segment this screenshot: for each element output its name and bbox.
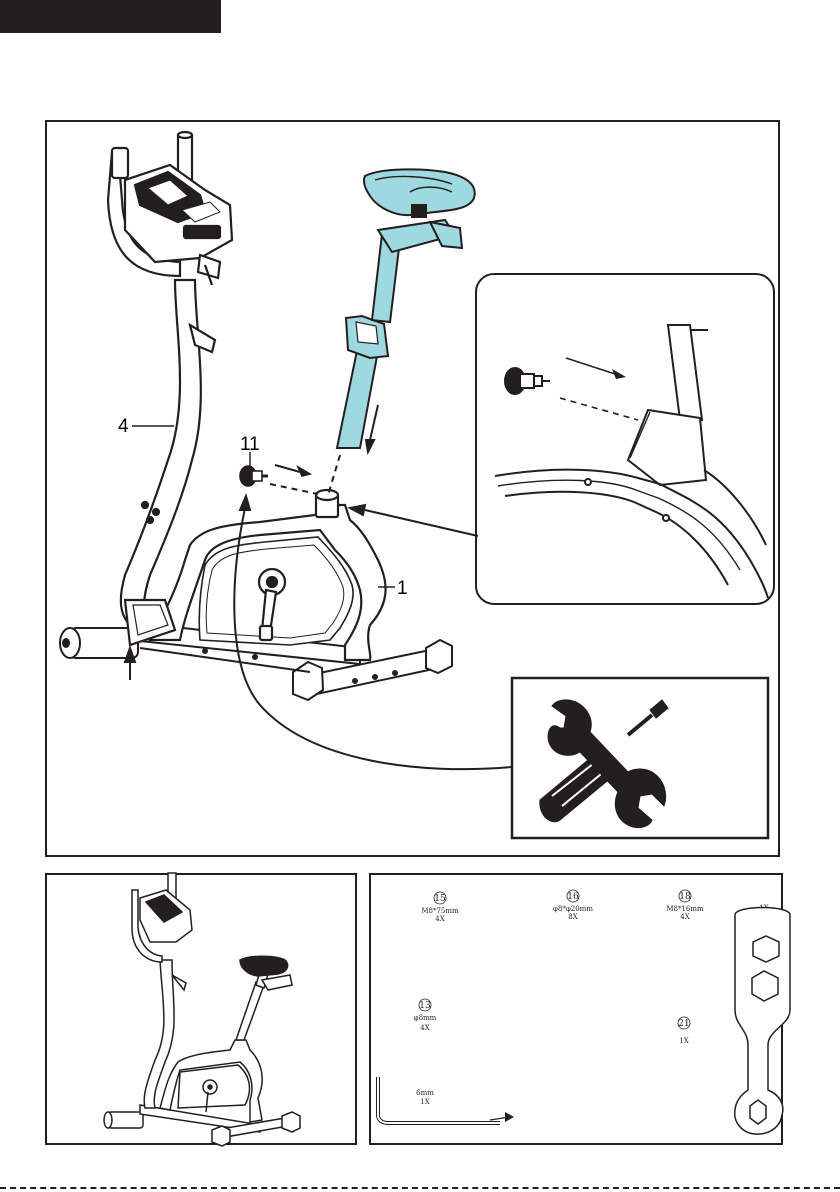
svg-text:15: 15 xyxy=(434,894,446,904)
part-21: 21 1X xyxy=(678,1017,690,1045)
svg-text:1X: 1X xyxy=(679,1037,688,1045)
svg-text:M8*75mm: M8*75mm xyxy=(421,907,459,915)
svg-text:φ8*φ20mm: φ8*φ20mm xyxy=(553,905,593,913)
svg-text:1X: 1X xyxy=(420,1098,429,1106)
svg-text:16: 16 xyxy=(567,892,579,902)
footer-dashed-line xyxy=(0,1187,840,1189)
svg-text:13: 13 xyxy=(419,1001,431,1011)
svg-text:4X: 4X xyxy=(680,913,689,921)
svg-text:4X: 4X xyxy=(420,1024,429,1032)
wrench-tool: 1X xyxy=(735,904,790,1134)
part-15: 15 M8*75mm 4X xyxy=(421,892,459,923)
svg-text:6mm: 6mm xyxy=(416,1089,434,1097)
part-13: 13 φ8mm 4X xyxy=(414,999,437,1032)
svg-text:M8*16mm: M8*16mm xyxy=(666,905,704,913)
allen-key: 6mm 1X xyxy=(378,1077,514,1123)
part-18: 18 M8*16mm 4X xyxy=(666,890,704,921)
svg-text:4X: 4X xyxy=(435,915,444,923)
svg-text:18: 18 xyxy=(679,892,691,902)
svg-text:21: 21 xyxy=(678,1019,689,1029)
svg-text:φ8mm: φ8mm xyxy=(414,1014,437,1022)
svg-text:8X: 8X xyxy=(568,913,577,921)
part-16: 16 φ8*φ20mm 8X xyxy=(553,890,593,921)
